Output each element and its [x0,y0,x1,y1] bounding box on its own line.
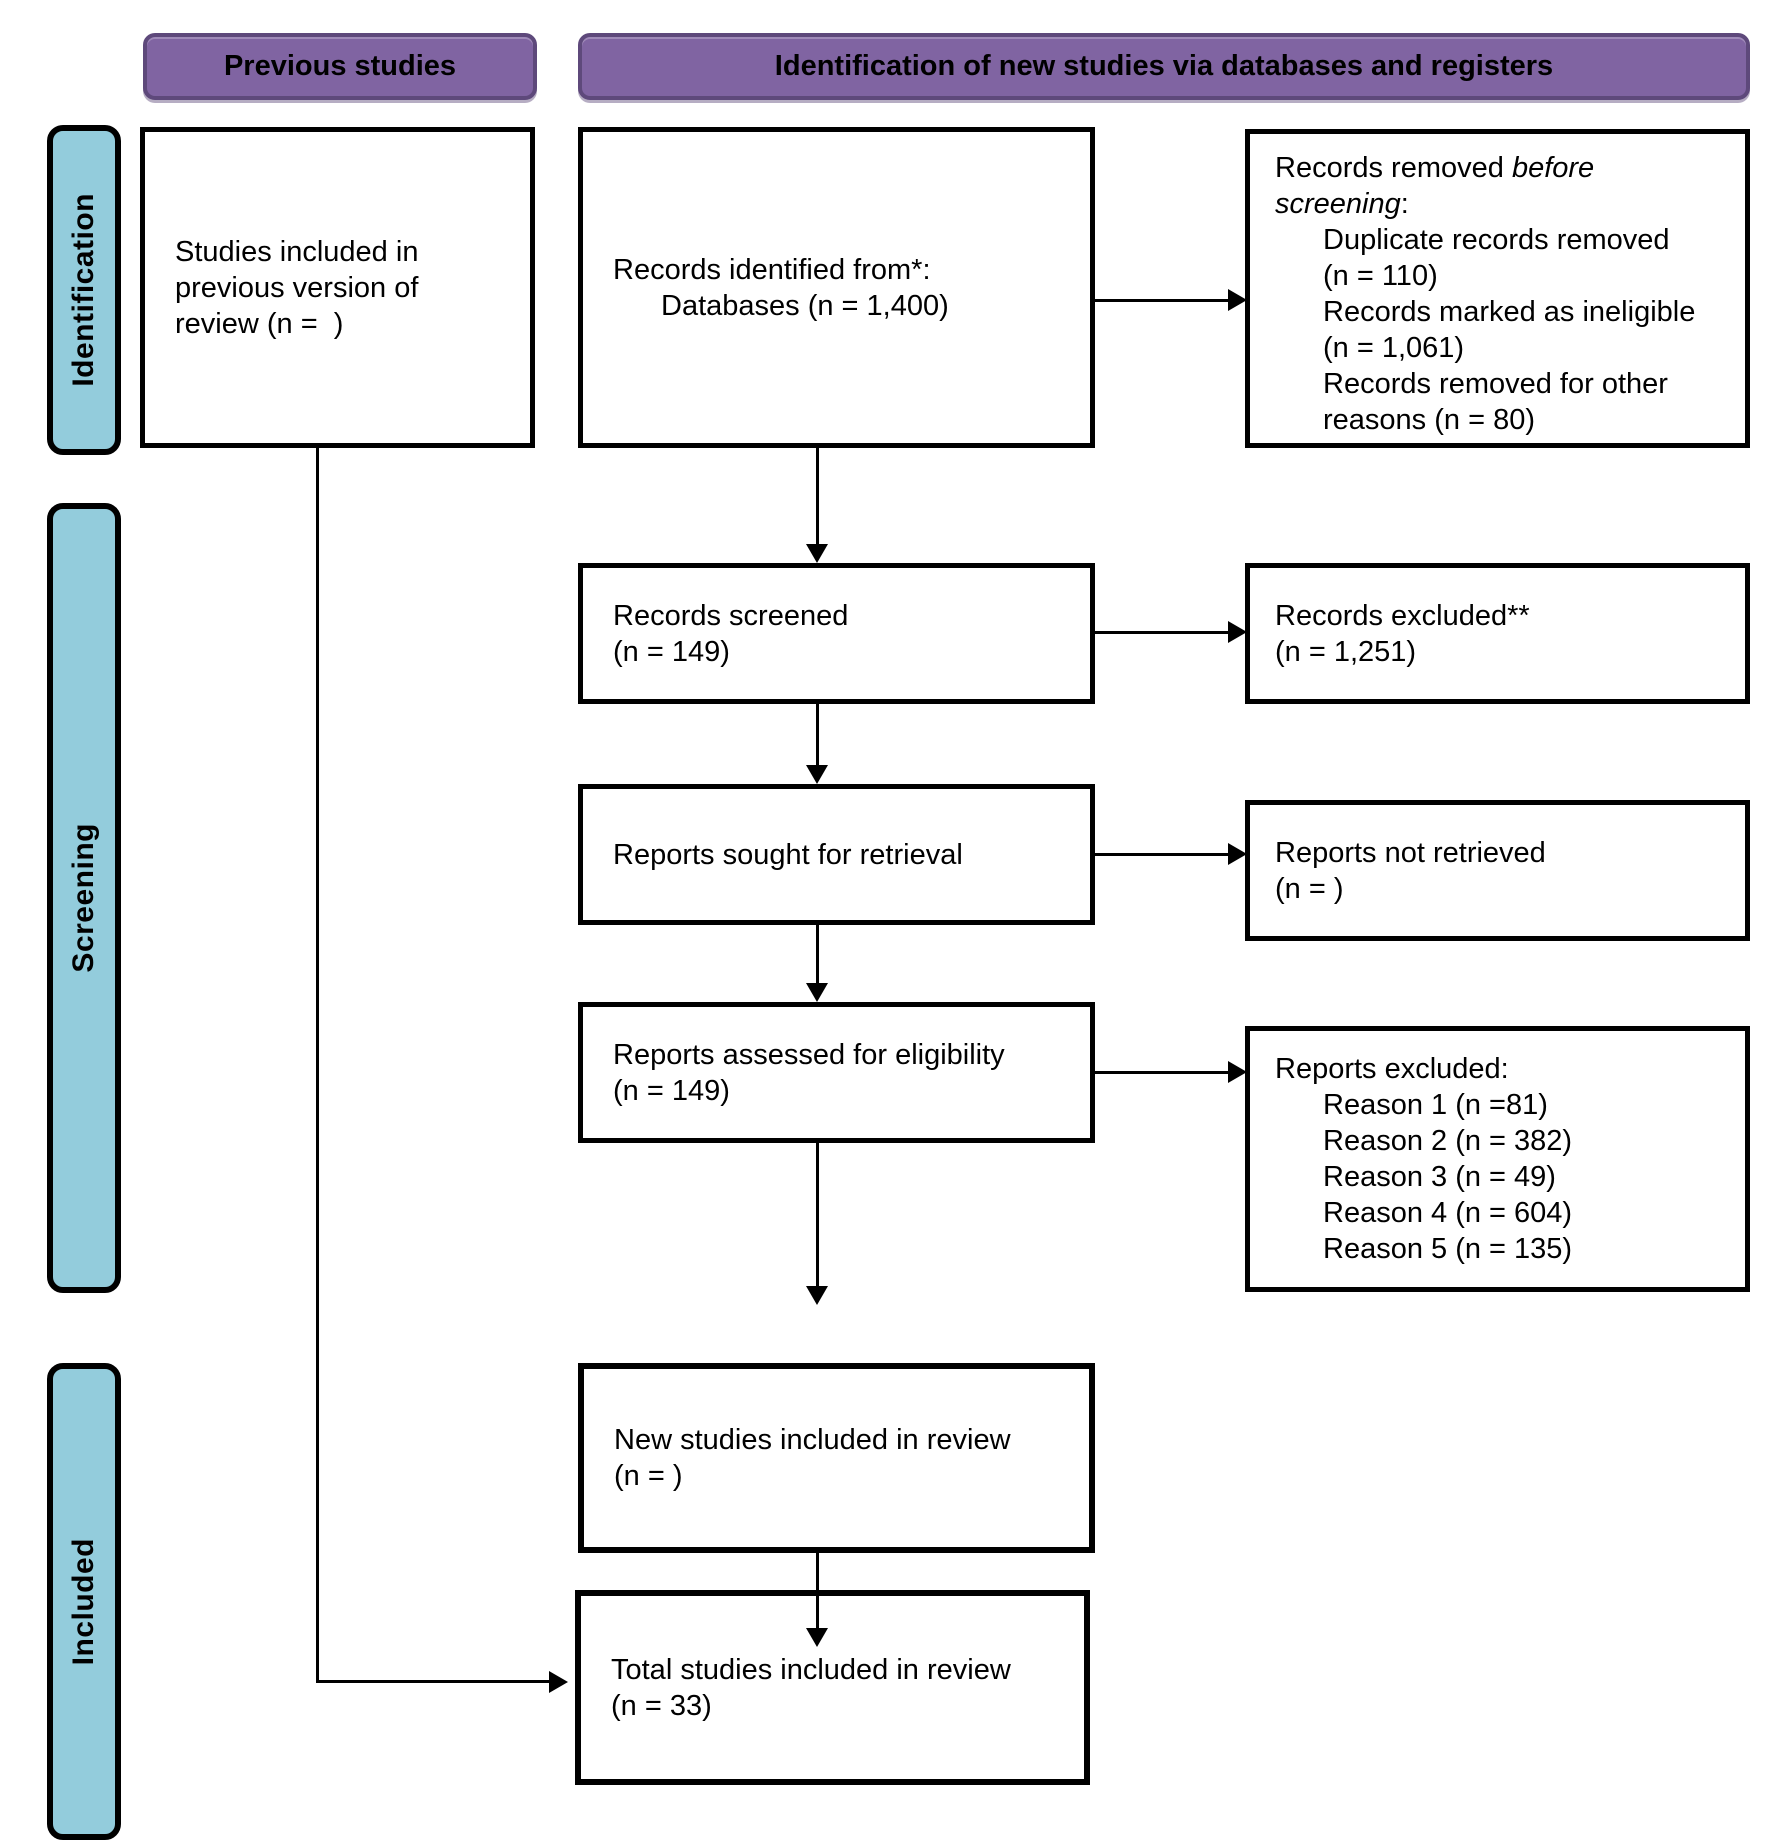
box-reports-not-retrieved: Reports not retrieved(n = ) [1245,800,1750,941]
box-text-line: (n = 1,251) [1275,635,1417,668]
box-text-line: (n = 1,061) [1323,332,1465,364]
box-text-line: (n = 33) [611,1689,712,1722]
box-text-line: Reason 4 (n = 604) [1323,1197,1573,1229]
box-text-line: screening: [1275,188,1409,220]
box-text-line: Records screened [613,599,849,632]
box-reports-assessed: Reports assessed for eligibility(n = 149… [578,1002,1095,1143]
box-text-line: Records removed before [1275,152,1595,184]
arrow-assessed-to-excluded-shaft [1095,1071,1229,1074]
arrow-newstudies-to-total-shaft [816,1553,819,1629]
box-text-line: (n = ) [1275,872,1344,905]
box-reports-sought: Reports sought for retrieval [578,784,1095,925]
box-text-line: Records marked as ineligible [1323,296,1696,328]
box-text-line: Reports excluded: [1275,1053,1509,1085]
arrow-sought-to-assessed-shaft [816,925,819,984]
connector-previous-to-total-horizontal [316,1680,550,1683]
arrow-right-icon [1228,1061,1247,1083]
arrow-down-icon [806,544,828,563]
box-records-excluded: Records excluded**(n = 1,251) [1245,563,1750,704]
previous-studies-header-label: Previous studies [223,50,457,82]
box-text-line: Reports not retrieved [1275,836,1546,869]
connector-previous-to-total-vertical [316,448,319,1683]
arrow-sought-to-notretrieved-shaft [1095,853,1229,856]
box-records-screened: Records screened(n = 149) [578,563,1095,704]
arrow-right-icon [549,1671,568,1693]
box-text-line: Reports assessed for eligibility [613,1038,1005,1071]
box-total-studies-included: Total studies included in review(n = 33) [575,1590,1090,1785]
stage-label-screening: Screening [67,823,100,973]
arrow-screened-to-sought-shaft [816,704,819,766]
box-text-line: Studies included in [175,235,419,268]
box-text-line: New studies included in review [614,1424,1011,1456]
box-text-line: Reason 5 (n = 135) [1323,1233,1573,1265]
box-text-line: Reason 2 (n = 382) [1323,1125,1573,1157]
box-text-line: (n = 149) [613,1074,730,1107]
box-records-identified: Records identified from*:Databases (n = … [578,127,1095,448]
box-text-line: Reason 1 (n =81) [1323,1089,1548,1121]
stage-label-included: Included [67,1537,100,1666]
identification-new-studies-header: Identification of new studies via databa… [578,33,1750,100]
arrow-down-icon [806,1286,828,1305]
arrow-right-icon [1228,621,1247,643]
box-text-line: previous version of [175,271,419,304]
arrow-down-icon [806,1628,828,1647]
box-text-line: review (n = ) [175,307,344,340]
box-text-line: Reason 3 (n = 49) [1323,1161,1556,1193]
box-text-line: Duplicate records removed [1323,224,1670,256]
identification-new-studies-header-label: Identification of new studies via databa… [774,50,1554,82]
arrow-down-icon [806,983,828,1002]
stage-bar-identification: Identification [47,125,121,455]
box-text-line: Records identified from*: [613,253,931,286]
box-text-line: Total studies included in review [611,1653,1011,1686]
arrow-identified-to-screened-shaft [816,448,819,545]
arrow-assessed-to-newstudies-shaft [816,1143,819,1287]
box-text-line: (n = ) [614,1460,683,1492]
box-text-line: Records excluded** [1275,599,1530,632]
box-text-line: Databases (n = 1,400) [661,289,949,322]
arrow-identified-to-removed-shaft [1095,299,1229,302]
box-text-line: reasons (n = 80) [1323,404,1535,436]
arrow-right-icon [1228,843,1247,865]
box-text-line: (n = 110) [1323,260,1438,292]
arrow-screened-to-excluded-shaft [1095,631,1229,634]
box-new-studies-included: New studies included in review (n = ) [578,1363,1095,1553]
box-text-line: Reports sought for retrieval [613,838,963,871]
arrow-down-icon [806,765,828,784]
box-reports-excluded-reasons: Reports excluded: Reason 1 (n =81) Reason … [1245,1026,1750,1292]
box-text-line: (n = 149) [613,635,730,668]
stage-label-identification: Identification [67,193,100,387]
arrow-right-icon [1228,289,1247,311]
previous-studies-header: Previous studies [143,33,537,100]
box-records-removed-before-screening: Records removed before screening: Duplicat… [1245,129,1750,448]
stage-bar-screening: Screening [47,503,121,1293]
stage-bar-included: Included [47,1363,121,1840]
box-text-line: Records removed for other [1323,368,1668,400]
